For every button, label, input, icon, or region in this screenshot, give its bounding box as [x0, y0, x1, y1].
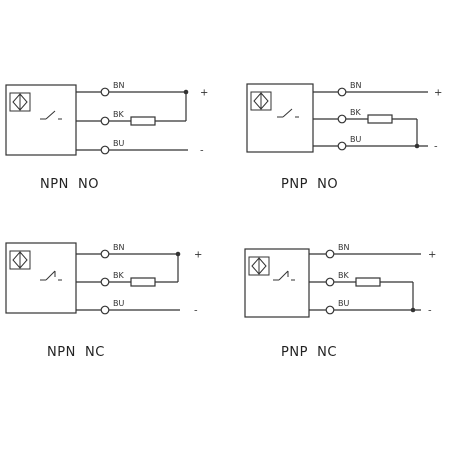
- load-resistor: [130, 277, 156, 287]
- positive-sign: +: [428, 250, 436, 261]
- terminal-bn: [325, 249, 335, 259]
- junction-dot: [414, 143, 420, 149]
- terminal-bn: [100, 87, 110, 97]
- sensor-symbol-frame: [9, 92, 31, 112]
- wire-label-bk: BK: [350, 108, 361, 117]
- junction-dot: [410, 307, 416, 313]
- wire-label-bn: BN: [113, 81, 124, 90]
- contact-nc-switch-icon: [45, 270, 56, 281]
- positive-sign: +: [434, 88, 442, 99]
- wire-label-bk: BK: [338, 271, 349, 280]
- caption-npn-no: NPN NO: [40, 177, 100, 192]
- wire-label-bn: BN: [113, 243, 124, 252]
- contact-no-switch-icon: [45, 110, 56, 120]
- contact-no-switch-icon: [282, 108, 293, 118]
- negative-sign: -: [194, 306, 198, 317]
- sensor-symbol-frame: [250, 91, 272, 111]
- sensor-body: [246, 83, 314, 153]
- terminal-bk: [337, 114, 347, 124]
- positive-sign: +: [194, 250, 202, 261]
- terminal-bk: [100, 116, 110, 126]
- terminal-bn: [100, 249, 110, 259]
- wire-label-bu: BU: [113, 299, 124, 308]
- wiring-diagram-4: BN + BK BU -: [244, 243, 436, 318]
- wiring-diagram-2: BN + BK BU -: [246, 81, 442, 153]
- sensor-symbol-frame: [9, 250, 31, 270]
- wire-label-bn: BN: [350, 81, 361, 90]
- contact-nc-switch-icon: [278, 270, 289, 281]
- caption-npn-nc: NPN NC: [47, 345, 105, 360]
- terminal-bu: [337, 141, 347, 151]
- load-resistor: [367, 114, 393, 124]
- caption-pnp-nc: PNP NC: [281, 345, 337, 360]
- wire-label-bk: BK: [113, 271, 124, 280]
- terminal-bu: [325, 305, 335, 315]
- wiring-diagram-1: BN + BK BU -: [5, 81, 208, 157]
- terminal-bk: [100, 277, 110, 287]
- junction-dot: [175, 251, 181, 257]
- terminal-bk: [325, 277, 335, 287]
- wire-label-bn: BN: [338, 243, 349, 252]
- sensor-symbol-frame: [248, 256, 270, 276]
- negative-sign: -: [428, 306, 432, 317]
- wire-label-bk: BK: [113, 110, 124, 119]
- terminal-bu: [100, 305, 110, 315]
- terminal-bn: [337, 87, 347, 97]
- negative-sign: -: [200, 146, 204, 157]
- negative-sign: -: [434, 142, 438, 153]
- sensor-body: [5, 84, 77, 156]
- sensor-body: [244, 248, 310, 318]
- wire-label-bu: BU: [338, 299, 349, 308]
- wire-label-bu: BU: [113, 139, 124, 148]
- positive-sign: +: [200, 88, 208, 99]
- terminal-bu: [100, 145, 110, 155]
- load-resistor: [355, 277, 381, 287]
- wiring-diagram-3: BN + BK BU -: [5, 242, 202, 317]
- wire-label-bu: BU: [350, 135, 361, 144]
- load-resistor: [130, 116, 156, 126]
- sensor-body: [5, 242, 77, 314]
- junction-dot: [183, 89, 189, 95]
- caption-pnp-no: PNP NO: [281, 177, 339, 192]
